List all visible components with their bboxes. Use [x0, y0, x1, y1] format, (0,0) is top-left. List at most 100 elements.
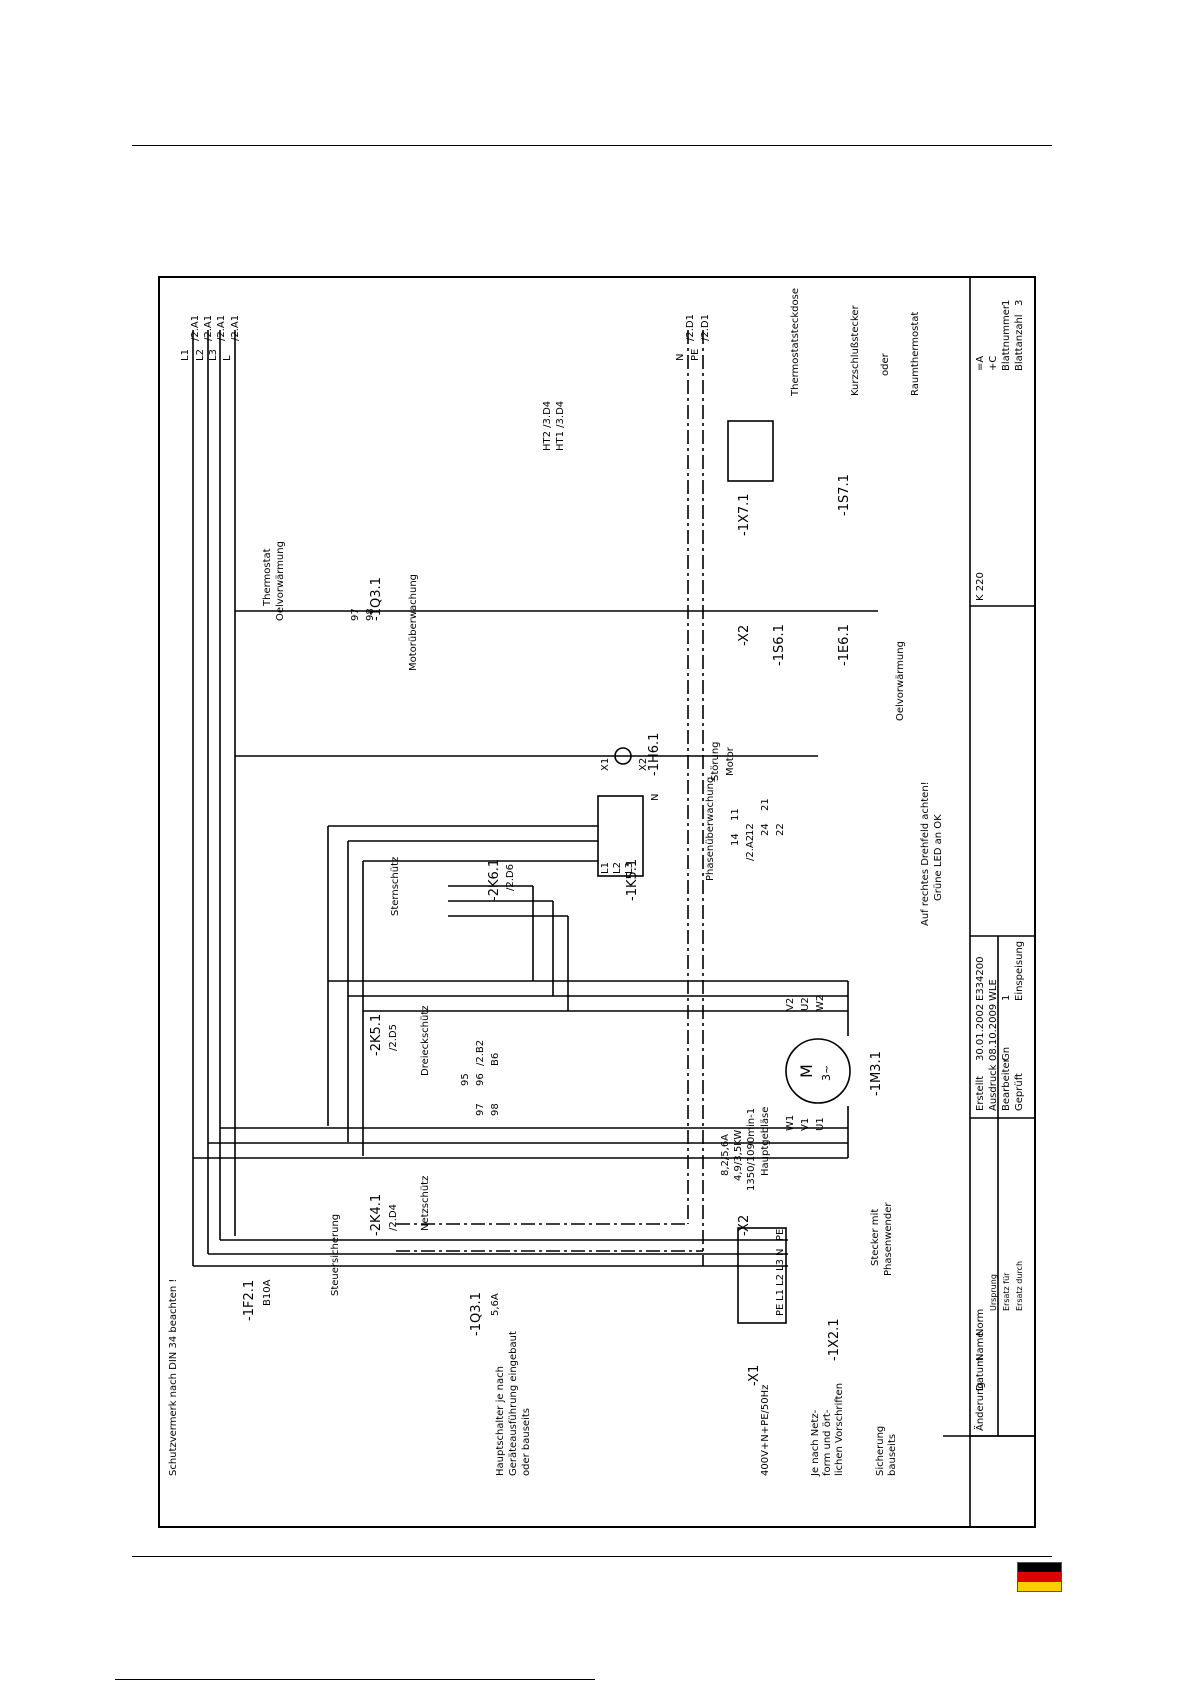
- pr-c14: 14: [730, 833, 741, 846]
- tb-rev-col-4: Norm: [975, 1309, 986, 1336]
- bus-l2: L2: [195, 349, 206, 361]
- plug-tag: -1X2.1: [827, 1318, 842, 1361]
- tb-rev-row-3: Ersatz durch: [1015, 1261, 1024, 1311]
- netz-desc: Netzschütz: [420, 1176, 431, 1231]
- dreieck-tag: -2K5.1: [369, 1014, 384, 1056]
- dreieck-ref: /2.D5: [388, 1024, 399, 1051]
- thermo-desc2: Oelvorwärmung: [275, 541, 286, 621]
- tb-ausdruck: Ausdruck: [988, 1064, 999, 1111]
- left-note-7: form und ört-: [822, 1409, 833, 1476]
- flag-stripe-gold: [1018, 1581, 1061, 1591]
- footer-rule-short: [115, 1679, 595, 1680]
- pr-c22: 22: [775, 823, 786, 836]
- maux-98: 98: [365, 608, 376, 621]
- tb-code-2: +C: [988, 356, 999, 371]
- left-note-1: Schutzvermerk nach DIN 34 beachten !: [168, 1279, 179, 1476]
- tb-rev-row-1: Ursprung: [989, 1274, 998, 1311]
- x2-upper-tag: -X2: [737, 625, 752, 646]
- stern-desc: Sternschütz: [390, 857, 401, 916]
- pr-desc: Phasenüberwachung: [705, 777, 716, 881]
- tb-erstellt-r: E334200: [975, 957, 986, 1002]
- heater-tag: -1E6.1: [837, 624, 852, 666]
- bus-l2-ref: /2.A1: [203, 315, 214, 341]
- note-2: Grüne LED an OK: [933, 814, 944, 901]
- tb-erstellt-val: 30.01.2002: [975, 1004, 986, 1061]
- tb-geprueft-r: Einspeisung: [1014, 941, 1025, 1001]
- pr-c11: 11: [730, 808, 741, 821]
- plug-desc2: Phasenwender: [883, 1202, 894, 1276]
- stern-ref: /2.D6: [505, 864, 516, 891]
- drawing-sheet: [158, 276, 1036, 1528]
- room-desc: Raumthermostat: [910, 312, 921, 396]
- tb-model: K 220: [975, 572, 986, 601]
- pr-c24: 24: [760, 823, 771, 836]
- pr-c12: 12: [745, 823, 756, 836]
- motor-phase: 3~: [820, 1065, 833, 1081]
- x1-tag: -X1: [747, 1365, 762, 1386]
- tb-code-1: =A: [975, 356, 986, 371]
- tb-ausdruck-val: 08.10.2009: [988, 1004, 999, 1061]
- pr-ref: /2.A2: [745, 835, 756, 861]
- tb-erstellt: Erstellt: [975, 1076, 986, 1111]
- tb-sheetcount-label: Blattanzahl: [1014, 314, 1025, 371]
- lamp-tag: -1H6.1: [647, 733, 662, 776]
- flag-stripe-red: [1018, 1572, 1061, 1582]
- tb-sheetcount: 3: [1014, 300, 1025, 306]
- motor-w1: W1: [785, 1115, 796, 1131]
- bus-l1: L1: [180, 349, 191, 361]
- left-note-4: oder bauseits: [521, 1408, 532, 1476]
- x1-t2: L1: [775, 1289, 786, 1301]
- x2-tag: -X2: [737, 1215, 752, 1236]
- fuse-desc: Steuersicherung: [330, 1214, 341, 1296]
- left-note-6: Je nach Netz-: [810, 1409, 821, 1477]
- bus-l3-ref: /2.A1: [216, 315, 227, 341]
- fuse-rating: B10A: [262, 1279, 273, 1306]
- lamp-desc: Störung: [710, 741, 721, 781]
- tb-rev-row-2: Ersatz für: [1002, 1272, 1011, 1311]
- left-note-3: Geräteausführung eingebaut: [508, 1331, 519, 1476]
- motor-u2: U2: [800, 997, 811, 1011]
- left-note-9: Sicherung: [875, 1426, 886, 1476]
- room-or: oder: [880, 352, 891, 376]
- lamp-x1: X1: [600, 758, 611, 771]
- heater-desc: Oelvorwärmung: [895, 641, 906, 721]
- lamp-desc2: Motor: [725, 746, 736, 776]
- motor-v1: V1: [800, 1118, 811, 1131]
- motor-w2: W2: [815, 995, 826, 1011]
- footer-rule: [132, 1556, 1052, 1557]
- bus-n-ref: /2.D1: [685, 314, 696, 341]
- maux-tag: -1Q3.1: [369, 577, 384, 621]
- x1-t4: L3: [775, 1259, 786, 1271]
- plug-desc: Stecker mit: [870, 1209, 881, 1266]
- tb-bearbeiter-val: Gn: [1001, 1047, 1012, 1061]
- mp-aux-97: 97: [475, 1103, 486, 1116]
- motor-v2: V2: [785, 998, 796, 1011]
- x1-t1: PE: [775, 1304, 786, 1316]
- socket-desc: Thermostatsteckdose: [790, 288, 801, 397]
- pr-l3: L3: [624, 862, 635, 874]
- pr-l2: L2: [612, 862, 623, 874]
- motor-r2: 4,9/3,5KW: [733, 1130, 744, 1181]
- thermo-tag: -1S6.1: [772, 624, 787, 666]
- motor-u1: U1: [815, 1117, 826, 1131]
- room-short: Kurzschlußstecker: [850, 304, 861, 396]
- pr-n: N: [650, 794, 661, 801]
- x1-t5: N: [775, 1249, 786, 1256]
- lamp-x2: X2: [638, 758, 649, 771]
- tb-sheetno-label: Blattnummer: [1001, 304, 1012, 371]
- mp-aux-96: 96: [475, 1073, 486, 1086]
- socket-ht2: HT2 /3.D4: [542, 401, 553, 451]
- mp-rating: 5,6A: [490, 1293, 501, 1316]
- tb-rev-col-2: Datum: [975, 1357, 986, 1391]
- tb-geprueft: Geprüft: [1014, 1073, 1025, 1111]
- bus-l: L: [222, 355, 233, 361]
- motor-tag: -1M3.1: [869, 1051, 884, 1096]
- socket-tag: -1X7.1: [737, 493, 752, 536]
- socket-ht1: HT1 /3.D4: [555, 401, 566, 451]
- stern-tag: -2K6.1: [487, 859, 502, 901]
- motor-desc: Hauptgebläse: [760, 1107, 771, 1176]
- tb-sheetno: 1: [1001, 300, 1012, 306]
- mp-aux-95: 95: [460, 1073, 471, 1086]
- maux-97: 97: [350, 608, 361, 621]
- motor-r3: 1350/1090min-1: [746, 1108, 757, 1191]
